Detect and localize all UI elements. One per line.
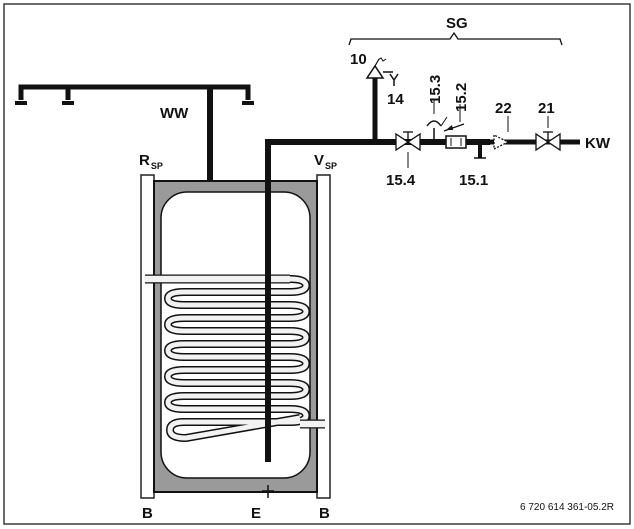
main-shutoff-valve-icon [535,132,550,152]
safety-valve-icon [365,64,385,79]
sg-brace [348,31,563,46]
label-b-left: B [142,505,153,522]
label-sg: SG [446,15,468,32]
label-ww: WW [160,105,189,122]
label-14: 14 [387,91,404,108]
label-15-2: 15.2 [453,83,470,112]
drawing-code: 6 720 614 361-05.2R [520,502,614,513]
support-rail-left [140,174,155,499]
label-v: VSP [314,152,337,171]
label-kw: KW [585,135,611,152]
support-rail-right [316,174,331,499]
pressure-reducer-icon [445,135,467,149]
hot-water-distribution [15,84,254,192]
label-21: 21 [538,100,555,117]
heating-coil [145,274,326,443]
label-22: 22 [495,100,512,117]
label-15-4: 15.4 [386,172,416,189]
drain-funnel-icon [389,73,399,86]
label-b-right: B [319,505,330,522]
label-r: RSP [139,152,163,171]
shutoff-valve-icon [395,132,410,152]
safety-group [365,57,561,159]
label-15-1: 15.1 [459,172,488,189]
label-15-3: 15.3 [427,75,444,104]
label-e: E [251,505,261,522]
check-valve-icon [493,133,510,151]
label-10: 10 [350,51,367,68]
